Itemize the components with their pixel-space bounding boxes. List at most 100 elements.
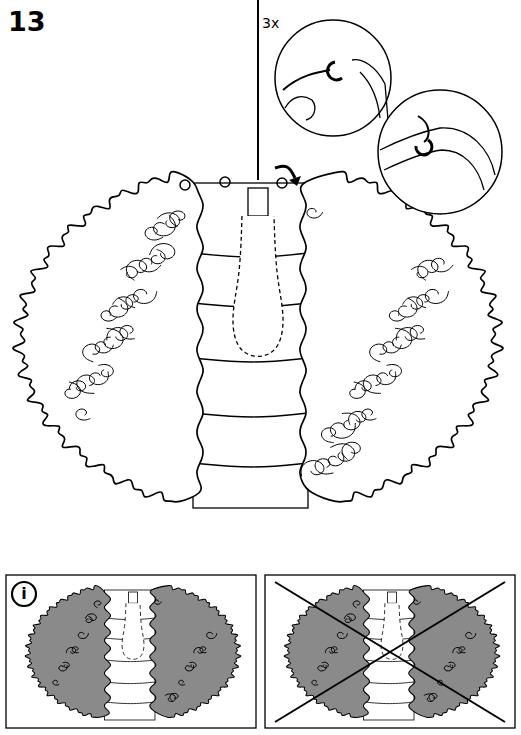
- ruffle-curl: [362, 409, 376, 420]
- ruffle-curl: [170, 693, 178, 701]
- frame-rib: [193, 413, 308, 417]
- info-icon: [12, 582, 36, 606]
- ruffle-curl: [53, 680, 59, 685]
- ruffle-curl: [179, 680, 185, 685]
- ruffle-curl: [307, 208, 323, 218]
- hook-wire: [418, 116, 429, 142]
- ruffle-curl: [444, 665, 452, 671]
- ruffle-curl: [107, 328, 128, 341]
- step-number: 13: [8, 8, 46, 35]
- ruffled-shade: [409, 585, 500, 717]
- ruffle-curl: [424, 694, 435, 702]
- ruffle-curl: [78, 632, 88, 638]
- hook: [328, 62, 342, 80]
- ruffle-curl: [429, 693, 437, 701]
- ruffle-curl: [98, 364, 113, 376]
- ruffle-curl: [370, 344, 387, 362]
- ruffle-curl: [396, 328, 417, 341]
- frame-rib: [193, 463, 308, 467]
- finger: [285, 97, 315, 120]
- quantity-note: 3x: [262, 16, 279, 30]
- fabric-edge: [380, 128, 495, 190]
- ruffle-curl: [387, 364, 402, 376]
- ruffle-curl: [393, 328, 412, 348]
- info-letter: i: [21, 586, 26, 602]
- ruffle-curl: [95, 342, 113, 353]
- ruffle-curl: [59, 665, 67, 671]
- frame-rib: [193, 358, 308, 362]
- ruffle-curl: [157, 213, 180, 228]
- frame-rib: [363, 702, 414, 704]
- ruffle-curl: [301, 461, 324, 477]
- turn-arrow-head: [289, 176, 301, 186]
- hook: [277, 178, 287, 188]
- ruffled-shade: [284, 585, 369, 717]
- ruffle-curl: [83, 344, 100, 362]
- fabric-loop: [352, 60, 388, 120]
- wrong-cross: [275, 582, 505, 722]
- ruffle-curl: [194, 647, 203, 653]
- ruffle-curl: [155, 600, 162, 604]
- frame-rib: [104, 702, 155, 704]
- ruffle-curl: [207, 632, 217, 638]
- ruffle-curl: [425, 289, 448, 303]
- inner-frame: [363, 590, 414, 720]
- hook-wire: [283, 70, 330, 90]
- ruffle-curl: [112, 297, 132, 309]
- frame-rib: [104, 660, 155, 662]
- light-bulb: [233, 216, 283, 356]
- hook: [180, 180, 190, 190]
- ruffle-curl: [312, 680, 318, 685]
- hook: [220, 177, 230, 187]
- ruffle-curl: [86, 616, 92, 622]
- ruffle-curl: [94, 601, 101, 608]
- ruffled-shade: [300, 172, 503, 502]
- ruffle-curl: [398, 298, 417, 317]
- inner-frame: [104, 590, 155, 720]
- ruffle-curl: [403, 297, 423, 309]
- ruffle-curl: [120, 266, 137, 277]
- inner-frame: [193, 183, 308, 508]
- ruffle-curl: [89, 371, 108, 384]
- ruffle-curl: [109, 298, 128, 317]
- ruffle-curl: [76, 409, 90, 420]
- detail-callout: [378, 90, 502, 214]
- ruffle-curl: [389, 311, 405, 321]
- ruffle-curl: [145, 227, 163, 240]
- ruffle-curl: [337, 632, 347, 638]
- ruffle-curl: [453, 647, 462, 653]
- ruffle-curl: [165, 694, 176, 702]
- lamp-socket: [248, 188, 268, 216]
- ruffle-curl: [328, 453, 344, 466]
- ruffle-curl: [65, 382, 81, 398]
- example-panel: [265, 575, 515, 728]
- ruffle-curl: [185, 665, 193, 671]
- ruffle-curl: [466, 632, 476, 638]
- example-panel: [6, 575, 256, 728]
- ruffle-curl: [151, 249, 165, 263]
- ruffle-curl: [325, 647, 334, 653]
- ruffle-curl: [330, 444, 354, 461]
- ruffle-curl: [449, 662, 456, 667]
- ruffle-curl: [353, 601, 360, 608]
- ruffle-curl: [414, 600, 421, 604]
- ruffle-curl: [350, 382, 366, 398]
- ruffled-shade: [150, 585, 241, 717]
- lamp-socket: [129, 592, 138, 603]
- ruffle-curl: [321, 428, 335, 443]
- detail-callout: [275, 20, 391, 136]
- wrong-cross: [275, 582, 505, 722]
- ruffle-curl: [345, 616, 351, 622]
- ruffle-curl: [101, 311, 117, 321]
- frame-rib: [363, 682, 414, 684]
- ruffle-curl: [410, 325, 425, 339]
- frame-rib: [104, 682, 155, 684]
- light-bulb: [122, 603, 144, 659]
- ruffle-curl: [330, 423, 355, 438]
- ruffle-curl: [66, 647, 75, 653]
- power-cord: [257, 0, 259, 180]
- ruffle-curl: [318, 665, 326, 671]
- ruffle-curl: [417, 295, 429, 308]
